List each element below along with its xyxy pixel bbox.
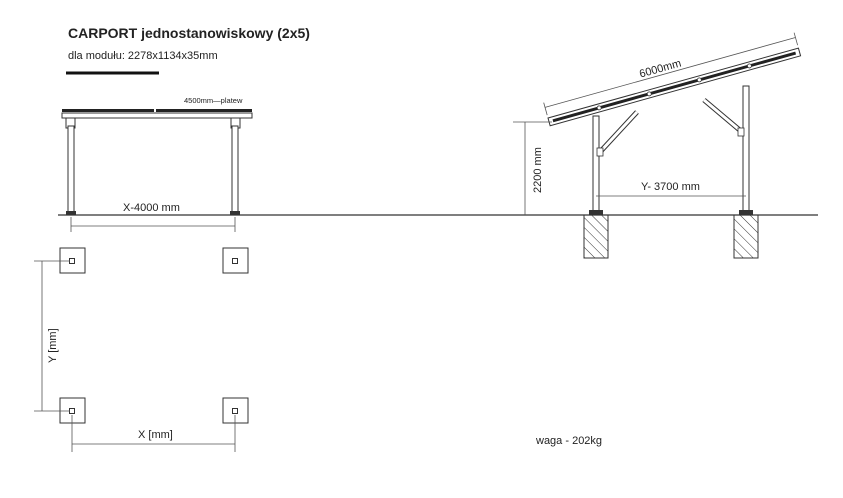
side-post-front [592, 115, 600, 213]
height-label: 2200 mm [532, 147, 544, 193]
clamp-4 [747, 63, 752, 69]
brace-joint-rear [737, 127, 745, 137]
panel-dim-ext-right [793, 32, 799, 46]
module-spec: dla modułu: 2278x1134x35mm [68, 50, 218, 62]
plan-view: Y [mm] X [mm] [34, 247, 249, 452]
panel-dim-ext-left [543, 102, 548, 116]
side-panel-modules [552, 51, 797, 123]
side-view: 6000mm 2200 mm Y- 3700 mm [513, 32, 802, 259]
front-base-right [230, 211, 240, 215]
side-panel-array: 6000mm [543, 32, 802, 127]
clamp-3 [696, 77, 702, 83]
front-panel-right [156, 109, 252, 112]
panel-dim-line [544, 37, 796, 108]
weight-label: waga - 202kg [535, 435, 602, 447]
front-view: 4500mm—platew X-4000 mm [61, 96, 253, 232]
panel-length-label: 6000mm [638, 57, 682, 80]
side-base-rear [739, 210, 753, 215]
foundation-front [583, 214, 609, 259]
front-purlin [61, 112, 253, 119]
front-post-left [67, 125, 75, 216]
front-base-left [66, 211, 76, 215]
front-post-right [231, 125, 239, 216]
brace-joint-front [596, 147, 604, 157]
beam-note: 4500mm—platew [184, 96, 243, 105]
plan-x-label: X [mm] [138, 429, 173, 441]
side-base-front [589, 210, 603, 215]
clamp-2 [646, 91, 652, 97]
y-dimension-label: Y- 3700 mm [641, 181, 700, 193]
foundation-rear [733, 214, 759, 259]
plan-y-label: Y [mm] [47, 328, 59, 363]
side-post-rear [742, 85, 750, 213]
drawing-title: CARPORT jednostanowiskowy (2x5) [68, 25, 310, 41]
clamp-1 [596, 105, 602, 111]
front-panel-left [62, 109, 154, 112]
x-dimension-label: X-4000 mm [123, 202, 180, 214]
